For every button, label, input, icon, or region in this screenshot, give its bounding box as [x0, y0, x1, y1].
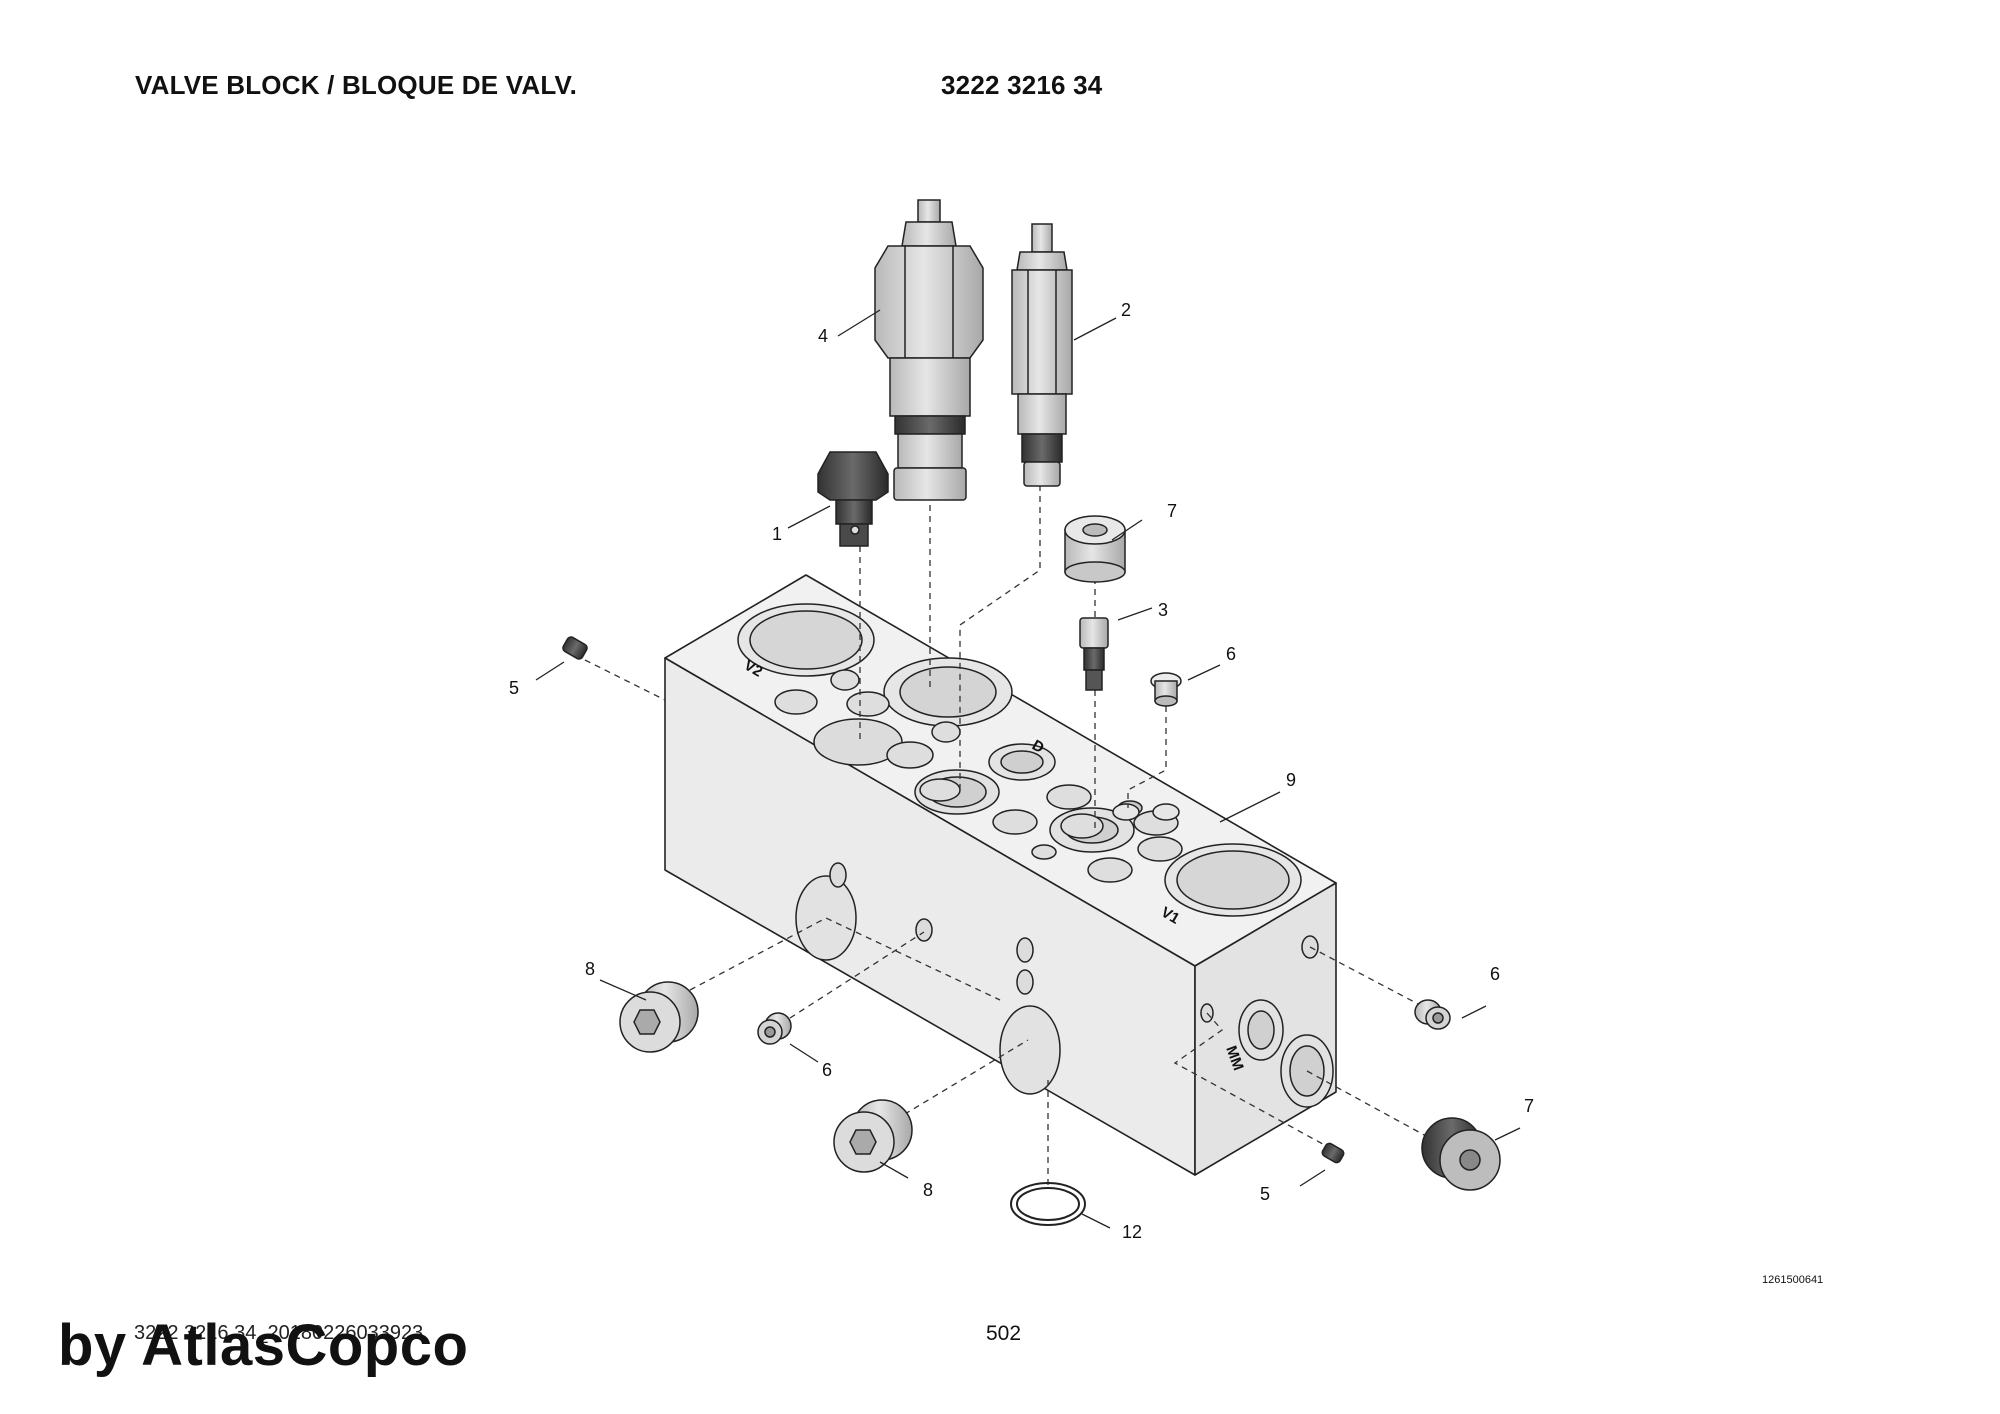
- check-valve-1: [817, 451, 889, 547]
- callout-2: 2: [1121, 300, 1131, 320]
- port-small: [886, 741, 934, 769]
- assembly-line-5-left: [584, 659, 666, 701]
- port-front-large-1: [795, 875, 857, 961]
- leader-lines: [535, 309, 1521, 1229]
- callout-8-bottom: 8: [923, 1180, 933, 1200]
- assembly-line-6-front: [789, 931, 925, 1019]
- plug-7-top: [1064, 515, 1126, 583]
- callout-7-top: 7: [1167, 501, 1177, 521]
- port-threaded: [1152, 803, 1180, 821]
- assembly-lines: [584, 485, 1438, 1186]
- port-small: [1087, 857, 1133, 883]
- port-main-inner: [899, 666, 997, 718]
- plug-6-right: [1414, 999, 1451, 1030]
- callout-6-front: 6: [822, 1060, 832, 1080]
- port-d-inner: [1000, 750, 1044, 774]
- callout-9: 9: [1286, 770, 1296, 790]
- port-small: [1031, 844, 1057, 860]
- port-cavity-1: [813, 718, 903, 766]
- page-title: VALVE BLOCK / BLOQUE DE VALV.: [135, 70, 578, 100]
- plug-6-front: [757, 1012, 792, 1045]
- callout-8-left: 8: [585, 959, 595, 979]
- port-label-v1: V1: [1158, 904, 1182, 928]
- plug-8-bottom: [833, 1099, 913, 1173]
- port-label-v2: V2: [741, 657, 765, 681]
- callout-5-right: 5: [1260, 1184, 1270, 1204]
- port-right-mm-inner: [1247, 1010, 1275, 1050]
- top-ports: [737, 603, 1302, 917]
- o-ring-12: [1010, 1182, 1086, 1226]
- port-small: [1060, 813, 1104, 839]
- port-small: [992, 809, 1038, 835]
- port-small: [846, 691, 890, 717]
- plug-8-left: [619, 981, 699, 1053]
- callout-4: 4: [818, 326, 828, 346]
- assembly-line-6: [1127, 706, 1167, 808]
- cartridge-valve-2: [1011, 223, 1073, 487]
- port-small: [919, 778, 961, 802]
- port-front-small: [1016, 937, 1034, 963]
- image-reference: 1261500641: [1762, 1274, 1824, 1286]
- port-small: [830, 669, 860, 691]
- assembly-line-2: [959, 485, 1041, 790]
- callout-6-top: 6: [1226, 644, 1236, 664]
- assembly-line-5-right: [1173, 1012, 1331, 1149]
- grub-screw-5-right: [1321, 1142, 1345, 1164]
- side-ports: [795, 862, 1334, 1108]
- assembly-line-8-bottom: [894, 1039, 1029, 1121]
- port-threaded: [1112, 803, 1140, 821]
- port-small: [1046, 784, 1092, 810]
- callout-1: 1: [772, 524, 782, 544]
- port-small: [1137, 836, 1183, 862]
- document-id: 3222 3216 34_20180226033923: [134, 1322, 424, 1344]
- page-number: 502: [986, 1322, 1022, 1345]
- part-number: 3222 3216 34: [941, 70, 1103, 100]
- port-small: [931, 721, 961, 743]
- port-front-small: [829, 862, 847, 888]
- assembly-line-7-right: [1306, 1070, 1438, 1143]
- callout-12: 12: [1122, 1222, 1142, 1242]
- port-v2-inner: [749, 610, 863, 670]
- cartridge-valve-4: [874, 199, 984, 501]
- callout-3: 3: [1158, 600, 1168, 620]
- port-small: [774, 689, 818, 715]
- callout-6-right: 6: [1490, 964, 1500, 984]
- callout-7-right: 7: [1524, 1096, 1534, 1116]
- plug-7-right: [1421, 1117, 1501, 1191]
- grub-screw-5-left: [562, 636, 588, 660]
- small-cartridge-3: [1079, 617, 1109, 691]
- port-front-small: [1016, 969, 1034, 995]
- watermark: by AtlasCopco: [58, 1313, 469, 1378]
- assembly-line-6-right: [1309, 946, 1421, 1006]
- callout-5-left: 5: [509, 678, 519, 698]
- port-front-small: [915, 918, 933, 942]
- port-v1-inner: [1176, 850, 1290, 910]
- plug-6-top: [1150, 672, 1182, 707]
- port-front-large-2: [999, 1005, 1061, 1095]
